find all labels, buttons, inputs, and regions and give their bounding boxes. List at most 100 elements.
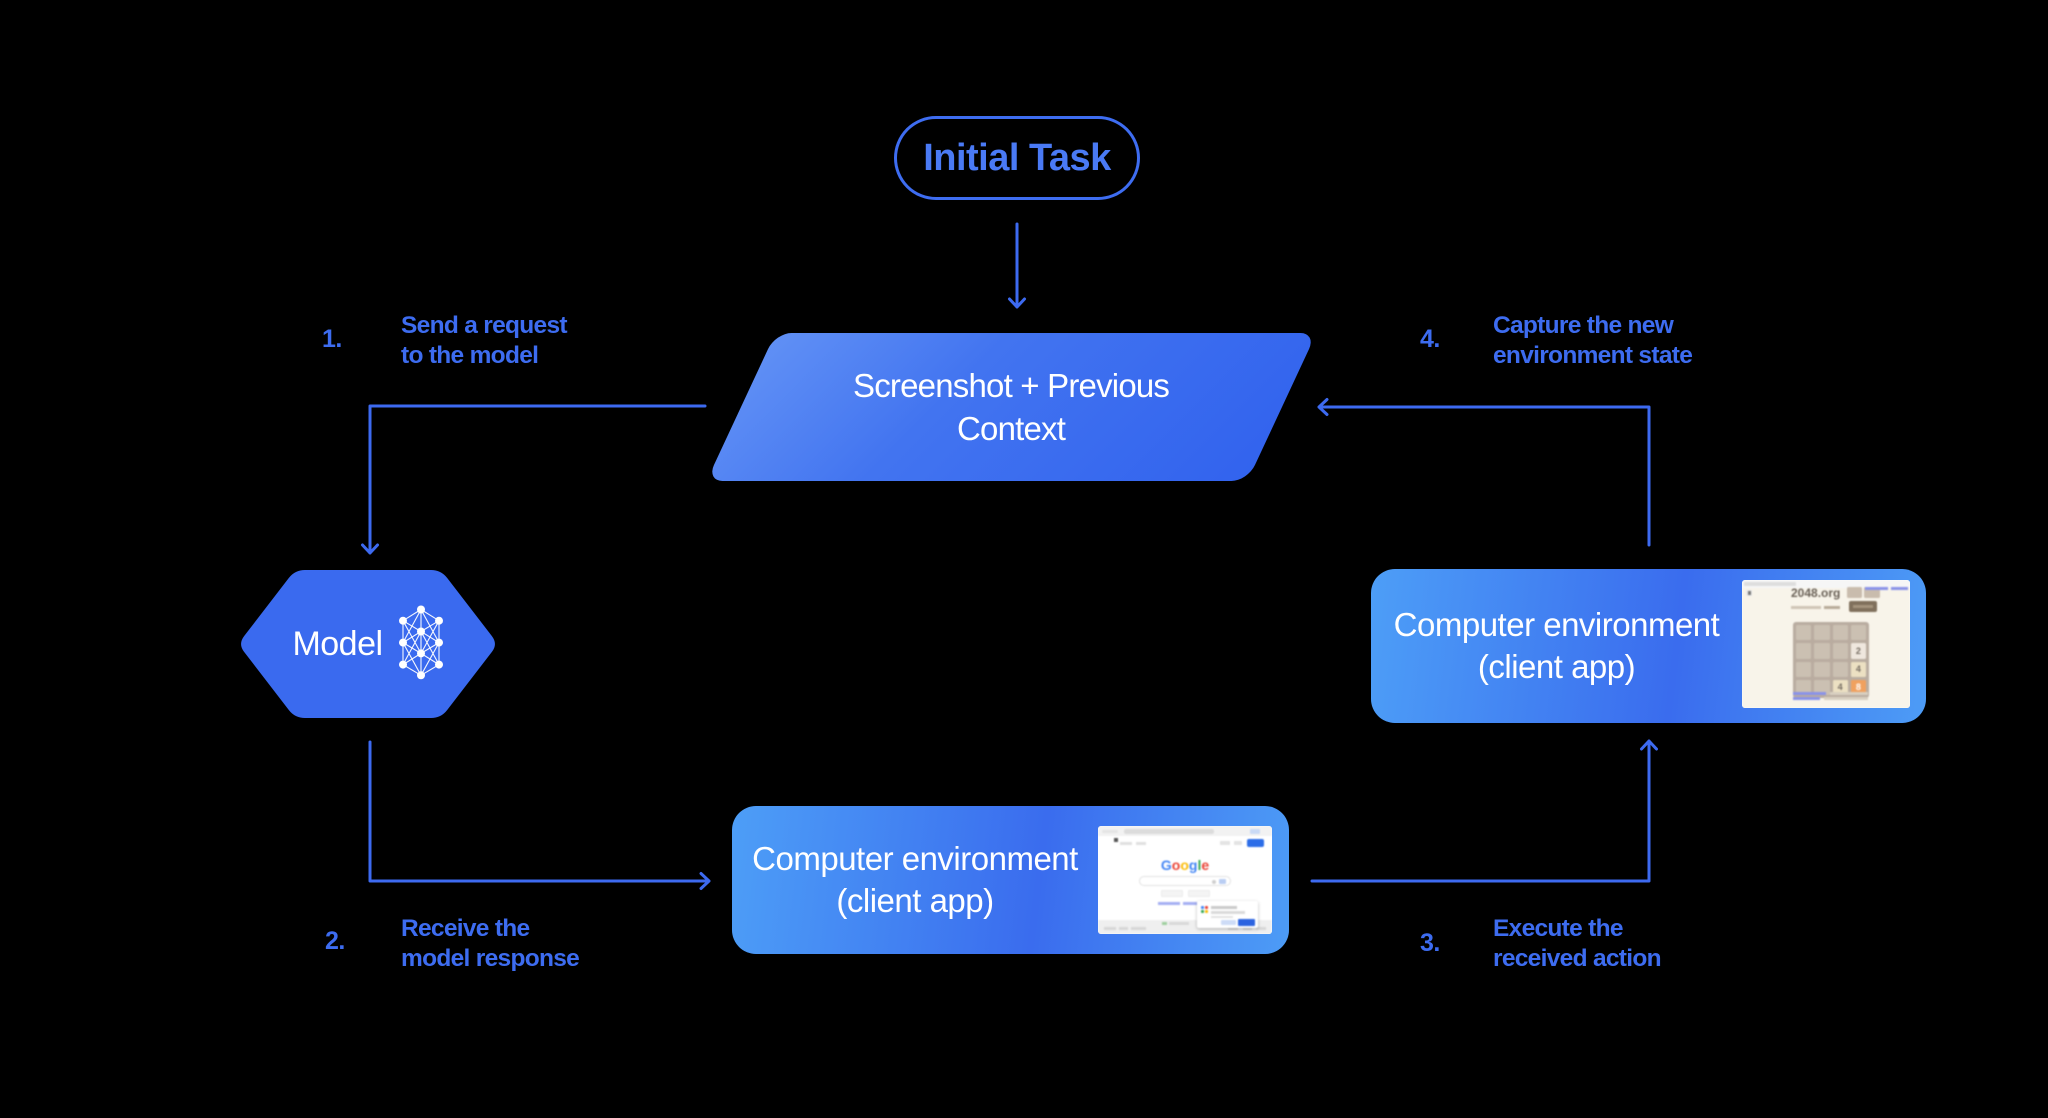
model-node: Model <box>238 570 498 718</box>
step-4-number: 4. <box>1420 325 1440 353</box>
grid-cell <box>1796 643 1812 659</box>
google-g-icon <box>1201 906 1208 913</box>
model-label: Model <box>292 624 383 663</box>
computer-environment-right-line2: (client app) <box>1477 648 1636 685</box>
language-link-blob <box>1158 902 1180 905</box>
step-4-line1: Capture the new <box>1493 312 1674 339</box>
arrow-env-to-context <box>1317 398 1651 547</box>
screenshot-context-label: Screenshot + Previous Context <box>853 364 1169 450</box>
hexagon-shape <box>241 570 495 718</box>
grid-cell <box>1832 661 1848 677</box>
gmail-link-blob <box>1220 841 1230 845</box>
google-logo-letter: e <box>1201 857 1210 873</box>
step-3-number: 3. <box>1420 929 1440 957</box>
stay-signed-out-button <box>1221 920 1236 925</box>
dialog-text-blob <box>1211 916 1233 918</box>
grid-cell <box>1832 625 1848 641</box>
google-logo: Google <box>1098 857 1272 873</box>
screenshot-context-line1: Screenshot + Previous <box>853 367 1170 404</box>
browser-profile-icon <box>1250 828 1260 834</box>
google-logo-letter: G <box>1160 857 1172 873</box>
screenshot-context-line2: Context <box>957 410 1066 447</box>
screenshot-context-node: Screenshot + Previous Context <box>706 333 1317 481</box>
step-1-number: 1. <box>322 325 342 353</box>
arrow-model-to-env <box>368 740 711 890</box>
google-logo-letter: g <box>1188 857 1198 873</box>
microphone-icon <box>1212 879 1216 884</box>
computer-environment-right-line1: Computer environment <box>1393 606 1720 643</box>
game-2048-screenshot: 2048.org 2 <box>1742 580 1910 708</box>
computer-environment-bottom-line1: Computer environment <box>752 840 1078 877</box>
neural-network-icon <box>398 605 443 680</box>
step-3-line1: Execute the <box>1493 915 1624 942</box>
computer-environment-right-label: Computer environment (client app) <box>1371 569 1742 723</box>
step-1-label: Send a request to the model <box>401 311 568 371</box>
language-link-blob <box>1183 902 1197 905</box>
feeling-lucky-button <box>1188 890 1210 897</box>
dialog-title-blob <box>1211 906 1237 909</box>
images-link-blob <box>1234 841 1242 845</box>
footer-text-blob <box>1830 692 1868 695</box>
grid-cell <box>1796 625 1812 641</box>
subtitle-text-blob <box>1824 606 1840 609</box>
tile-2: 2 <box>1850 643 1866 659</box>
browser-tab-strip <box>1742 580 1910 588</box>
carbon-text-blob <box>1169 922 1189 925</box>
grid-cell <box>1814 661 1830 677</box>
footer-link-blob <box>1119 927 1128 930</box>
grid-cell <box>1850 625 1866 641</box>
game-grid: 2 4 4 8 <box>1793 622 1869 698</box>
footer-link-blob <box>1243 927 1252 930</box>
footer-link-blob <box>1228 927 1238 930</box>
page-marker <box>1746 590 1752 596</box>
footer-link-blob <box>1793 692 1826 695</box>
grid-cell <box>1796 661 1812 677</box>
browser-toolbar <box>1098 826 1272 836</box>
google-logo-letter: o <box>1171 857 1181 873</box>
initial-task-label: Initial Task <box>923 136 1111 179</box>
grid-cell <box>1814 625 1830 641</box>
computer-environment-bottom-node: Computer environment (client app) Google <box>732 806 1289 954</box>
google-search-button <box>1161 890 1183 897</box>
page-marker <box>1114 838 1118 842</box>
search-input <box>1139 876 1231 886</box>
new-game-button <box>1849 601 1877 612</box>
carbon-leaf-icon <box>1162 922 1167 925</box>
best-score-box <box>1864 587 1880 598</box>
google-search-screenshot: Google <box>1098 826 1272 934</box>
footer-link-blob <box>1256 927 1266 930</box>
step-1-line1: Send a request <box>401 312 568 339</box>
step-2-line2: model response <box>401 945 580 972</box>
grid-cell <box>1832 643 1848 659</box>
tile-4: 4 <box>1850 661 1866 677</box>
sign-in-dialog <box>1197 901 1258 928</box>
arrow-context-to-model <box>361 404 707 555</box>
computer-environment-bottom-line2: (client app) <box>836 882 994 919</box>
footer-link-blob <box>1793 697 1820 700</box>
initial-task-node: Initial Task <box>894 116 1140 200</box>
keyboard-icon <box>1219 879 1226 884</box>
header-link-blob <box>1891 587 1908 590</box>
score-box <box>1847 587 1862 598</box>
step-2-number: 2. <box>325 927 345 955</box>
address-bar <box>1124 828 1214 834</box>
browser-tab <box>1744 582 1796 586</box>
computer-environment-bottom-label: Computer environment (client app) <box>732 806 1098 954</box>
about-link-blob <box>1120 842 1132 845</box>
footer-link-blob <box>1104 927 1116 930</box>
game-title: 2048.org <box>1791 586 1841 600</box>
tile-4: 4 <box>1832 679 1848 695</box>
step-3-label: Execute the received action <box>1493 914 1662 974</box>
step-4-label: Capture the new environment state <box>1493 311 1693 371</box>
arrow-env-to-env <box>1310 739 1658 883</box>
subtitle-text-blob <box>1791 606 1821 609</box>
header-link-blob <box>1865 587 1888 590</box>
window-controls-icon <box>1102 829 1118 833</box>
dialog-text-blob <box>1211 911 1245 914</box>
step-3-line2: received action <box>1493 945 1662 972</box>
grid-cell <box>1796 679 1812 695</box>
footer-text-blob <box>1824 697 1868 700</box>
step-4-line2: environment state <box>1493 342 1693 369</box>
